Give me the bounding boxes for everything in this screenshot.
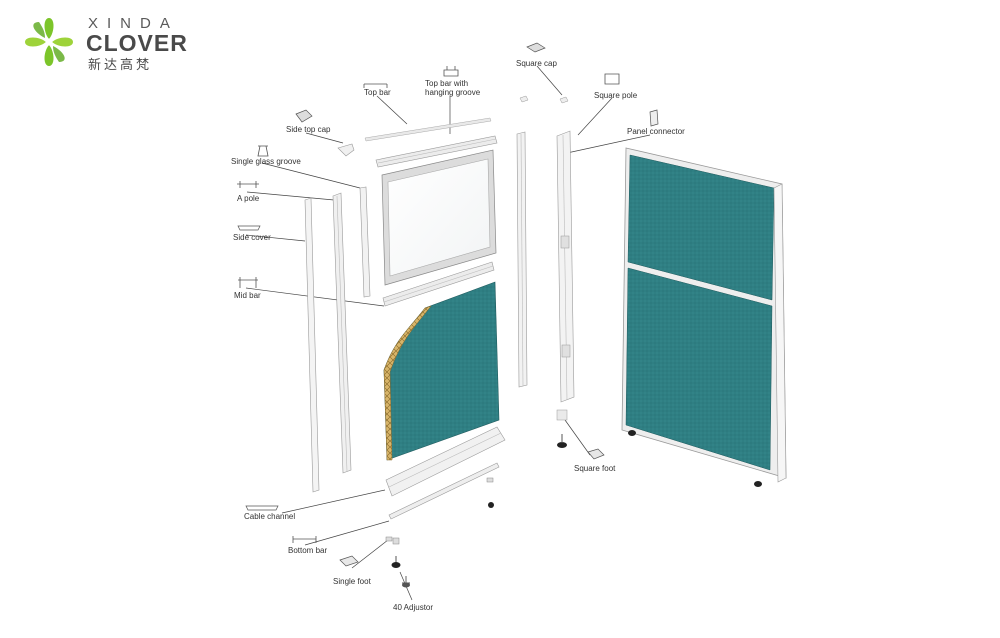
brand-name-main: CLOVER [86,30,188,56]
label-single-foot: Single foot [333,577,372,586]
label-top-bar-hanging-1: Top bar with [425,79,468,88]
label-top-bar-hanging-2: hanging groove [425,88,481,97]
label-a-pole: A pole [237,194,260,203]
middle-pole-part [516,131,528,388]
glass-panel-part [381,149,497,286]
square-pole-part [556,73,659,403]
labels: Square cap Top bar Top bar with hanging … [231,59,685,612]
square-foot-part [556,409,605,460]
top-bar-part [363,83,492,142]
single-foot-part [339,537,400,567]
label-single-glass-groove: Single glass groove [231,157,301,166]
brand-name-top: XINDA [88,15,179,32]
leader-lines [245,65,651,601]
label-adjustor: 40 Adjustor [393,603,433,612]
top-bar-hanging-groove-part [375,66,498,168]
side-cover-part [237,197,320,493]
square-cap-part [519,42,569,104]
label-side-cover: Side cover [233,233,271,242]
brand-name-cn: 新达高梵 [88,58,153,73]
cable-channel-part [245,426,506,511]
clover-logo-icon [25,18,73,66]
adjustor-part [391,556,410,588]
label-square-cap: Square cap [516,59,557,68]
label-square-pole: Square pole [594,91,638,100]
fabric-panel-part [383,281,500,461]
label-side-top-cap: Side top cap [286,125,331,134]
a-pole-part [237,181,352,474]
side-top-cap-part [295,109,355,157]
assembled-panel [621,147,787,487]
single-glass-groove-part [257,145,371,298]
label-panel-connector: Panel connector [627,127,685,136]
label-top-bar: Top bar [364,88,391,97]
small-connectors [385,477,494,542]
label-cable-channel: Cable channel [244,512,295,521]
bottom-bar-part [292,462,500,543]
mid-bar-part [238,261,495,307]
label-square-foot: Square foot [574,464,616,473]
label-bottom-bar: Bottom bar [288,546,327,555]
label-mid-bar: Mid bar [234,291,261,300]
brand-logo: XINDA CLOVER 新达高梵 [22,15,187,73]
